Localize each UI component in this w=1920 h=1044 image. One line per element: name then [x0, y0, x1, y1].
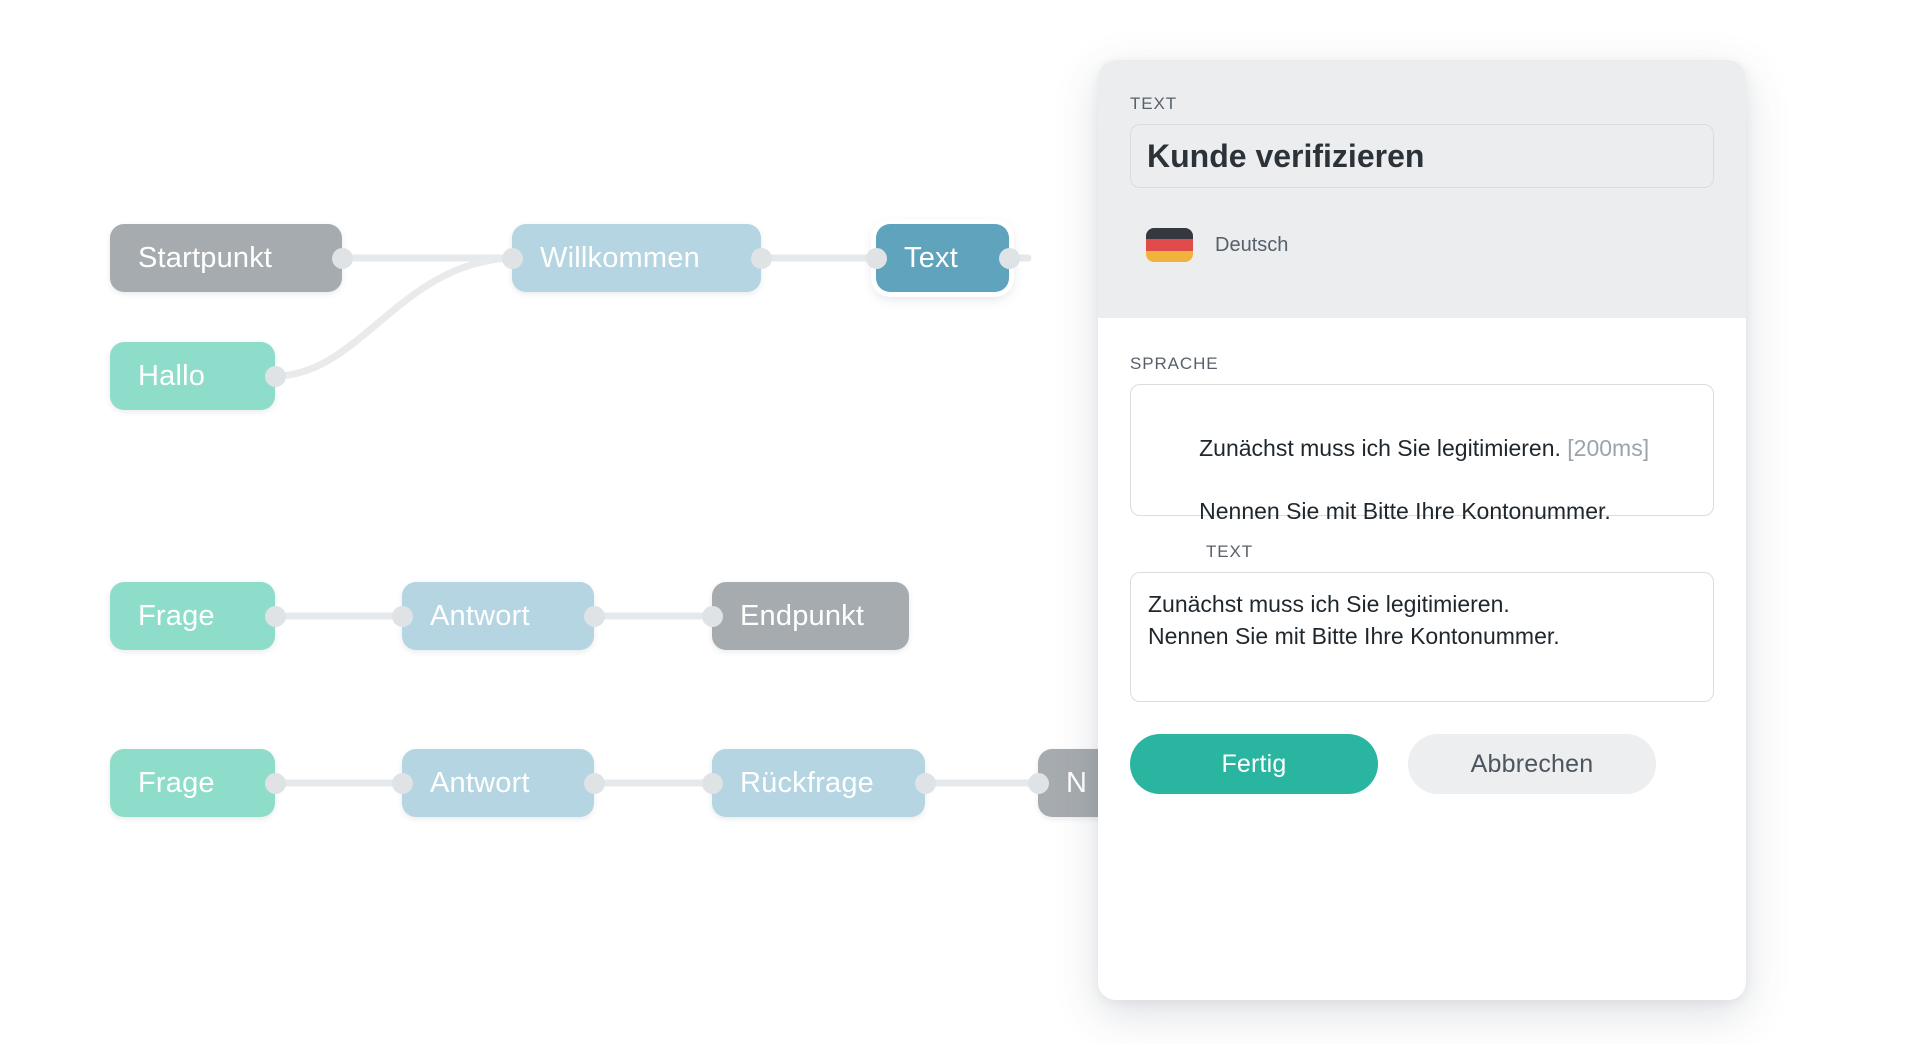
flow-node-endpunkt[interactable]: Endpunkt: [701, 582, 909, 650]
flow-node-startpunkt[interactable]: Startpunkt: [110, 224, 353, 292]
speech-line1-text: Zunächst muss ich Sie legitimieren.: [1199, 434, 1568, 461]
text-field-group: TEXT Zunächst muss ich Sie legitimieren.…: [1130, 542, 1714, 702]
flow-node-label: Endpunkt: [740, 599, 865, 632]
panel-body: SPRACHE Zunächst muss ich Sie legitimier…: [1098, 318, 1746, 1000]
node-port-right[interactable]: [331, 247, 353, 269]
flow-node-label: Antwort: [430, 599, 530, 632]
flow-node-hallo[interactable]: Hallo: [110, 342, 286, 410]
node-port-right[interactable]: [264, 605, 286, 627]
flow-node-label: Text: [904, 241, 958, 274]
node-port-left[interactable]: [391, 605, 413, 627]
flag-band-gold: [1146, 250, 1193, 262]
flow-node-antwort-1[interactable]: Antwort: [391, 582, 605, 650]
speech-line2-text: Nennen Sie mit Bitte Ihre Kontonummer.: [1199, 497, 1611, 524]
speech-delay-tag: [200ms]: [1567, 434, 1650, 461]
node-port-left[interactable]: [391, 772, 413, 794]
flow-node-frage-1[interactable]: Frage: [110, 582, 286, 650]
text-field-label: TEXT: [1206, 542, 1254, 561]
flow-node-antwort-2[interactable]: Antwort: [391, 749, 605, 817]
node-inspector-panel: TEXT Kunde verifizieren Deutsch SPRACHE …: [1098, 60, 1746, 1000]
flow-node-willkommen[interactable]: Willkommen: [501, 224, 772, 292]
flow-node-label: Willkommen: [540, 241, 700, 274]
flag-band-black: [1146, 228, 1193, 240]
title-field-label: TEXT: [1130, 94, 1178, 113]
flag-band-red: [1146, 239, 1193, 251]
node-port-right[interactable]: [583, 605, 605, 627]
speech-field-label: SPRACHE: [1130, 354, 1219, 373]
flow-node-label: Frage: [138, 599, 215, 632]
flow-node-rueckfrage[interactable]: Rückfrage: [701, 749, 936, 817]
node-title-input[interactable]: Kunde verifizieren: [1130, 124, 1714, 188]
flow-node-frage-2[interactable]: Frage: [110, 749, 286, 817]
node-port-right[interactable]: [264, 365, 286, 387]
node-title-value: Kunde verifizieren: [1147, 137, 1425, 174]
node-port-right[interactable]: [264, 772, 286, 794]
panel-button-row: Fertig Abbrechen: [1130, 734, 1714, 794]
language-row[interactable]: Deutsch: [1130, 228, 1714, 262]
flow-node-label: Antwort: [430, 766, 530, 799]
node-port-left[interactable]: [701, 605, 723, 627]
language-name: Deutsch: [1215, 233, 1289, 256]
flow-node-label: Startpunkt: [138, 241, 273, 274]
text-textarea[interactable]: Zunächst muss ich Sie legitimieren. Nenn…: [1130, 572, 1714, 702]
cancel-button[interactable]: Abbrechen: [1408, 734, 1656, 794]
panel-header: TEXT Kunde verifizieren Deutsch: [1098, 60, 1746, 318]
node-port-left[interactable]: [501, 247, 523, 269]
node-port-right[interactable]: [914, 772, 936, 794]
flow-node-label: N: [1066, 766, 1088, 799]
flow-node-label: Frage: [138, 766, 215, 799]
flow-node-label: Hallo: [138, 359, 206, 392]
speech-field-group: SPRACHE Zunächst muss ich Sie legitimier…: [1130, 354, 1714, 524]
node-port-left[interactable]: [865, 247, 887, 269]
flow-node-label: Rückfrage: [740, 766, 874, 799]
node-port-right[interactable]: [998, 247, 1020, 269]
speech-textarea[interactable]: Zunächst muss ich Sie legitimieren. [200…: [1130, 384, 1714, 524]
node-port-left[interactable]: [701, 772, 723, 794]
node-port-left[interactable]: [1027, 772, 1049, 794]
germany-flag-icon: [1146, 228, 1193, 262]
done-button[interactable]: Fertig: [1130, 734, 1378, 794]
node-port-right[interactable]: [583, 772, 605, 794]
flow-node-text[interactable]: Text: [865, 224, 1020, 292]
node-port-right[interactable]: [750, 247, 772, 269]
